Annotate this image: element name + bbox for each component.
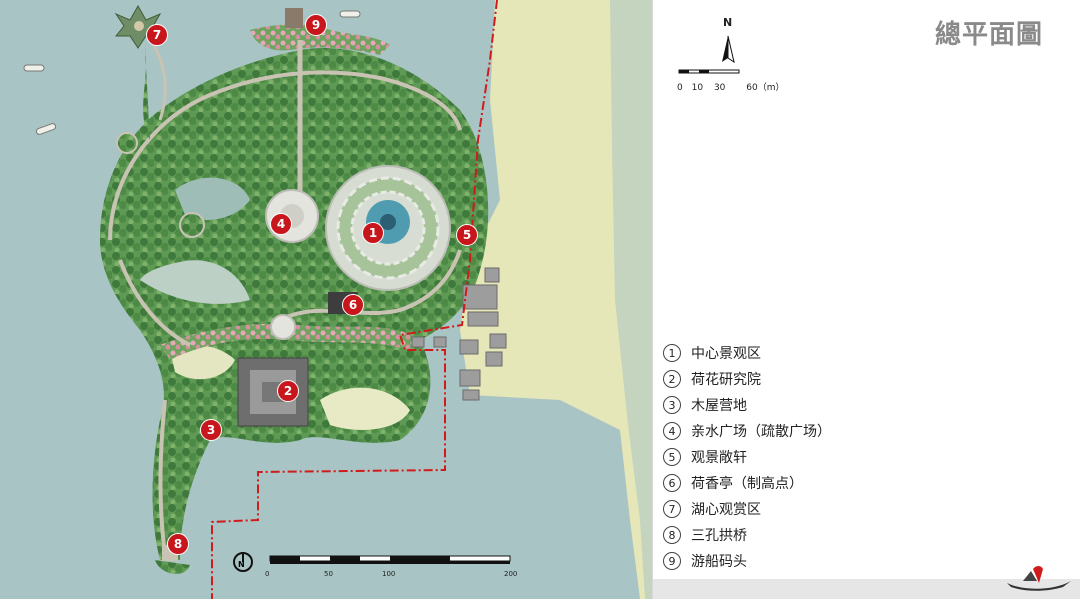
legend-item: 2 荷花研究院	[663, 366, 831, 392]
marker-7-lake-viewing: 7	[146, 24, 168, 46]
top-scale-tick-60: 60	[746, 83, 758, 93]
legend-num: 7	[663, 500, 681, 518]
boat-decoration-icon	[1007, 566, 1071, 591]
legend-item: 6 荷香亭（制高点）	[663, 470, 831, 496]
marker-6-lotus-pavilion: 6	[342, 294, 364, 316]
legend-num: 5	[663, 448, 681, 466]
boat	[23, 64, 45, 72]
legend-item: 7 湖心观赏区	[663, 496, 831, 522]
marker-5-viewing-pavilion: 5	[456, 224, 478, 246]
legend-num: 2	[663, 370, 681, 388]
top-scale-labels: 0 10 30 60（m）	[677, 80, 785, 93]
legend-label: 湖心观赏区	[691, 502, 761, 518]
legend-label: 荷花研究院	[691, 372, 761, 388]
legend-item: 1 中心景观区	[663, 340, 831, 366]
walkway-loop	[108, 70, 462, 241]
legend-item: 4 亲水广场（疏散广场）	[663, 418, 831, 444]
marker-2-lotus-institute: 2	[277, 380, 299, 402]
legend-item: 3 木屋营地	[663, 392, 831, 418]
page-title: 總平面圖	[934, 20, 1043, 50]
north-arrow-scale: N 0 10 30 60（m）	[677, 14, 785, 94]
legend-label: 荷香亭（制高点）	[691, 476, 803, 492]
scale-tick-200: 200	[504, 570, 518, 578]
marker-4-waterfront-plaza: 4	[270, 213, 292, 235]
village-buildings	[411, 267, 507, 401]
legend-panel: N 0 10 30 60（m） 總平面圖 1 中心景观区 2 荷花研究院 3 木屋营地…	[652, 0, 1080, 599]
top-scale-tick-10: 10	[691, 83, 704, 93]
north-symbol-bottom: N	[238, 560, 245, 569]
top-scale-tick-0: 0	[677, 83, 683, 93]
top-scale-unit: （m）	[757, 83, 785, 93]
legend-item: 9 游船码头	[663, 548, 831, 574]
legend-label: 木屋营地	[691, 398, 747, 414]
marker-1-central-landscape: 1	[362, 222, 384, 244]
legend-num: 8	[663, 526, 681, 544]
legend-num: 9	[663, 552, 681, 570]
footer-bar	[653, 579, 1080, 599]
north-arrow-icon	[678, 35, 740, 74]
top-scale-tick-30: 30	[713, 83, 726, 93]
legend-label: 三孔拱桥	[691, 528, 747, 544]
scale-bar-graphic	[233, 552, 511, 572]
site-plan-map: 1 2 3 4 5 6 7 8 9 N 0 50 100 200	[0, 0, 652, 599]
legend-label: 游船码头	[691, 554, 747, 570]
pier	[285, 8, 303, 28]
legend-label: 亲水广场（疏散广场）	[691, 424, 831, 440]
legend-num: 3	[663, 396, 681, 414]
scale-tick-0: 0	[265, 570, 270, 578]
marker-9-boat-dock: 9	[305, 14, 327, 36]
scale-tick-100: 100	[382, 570, 396, 578]
marker-8-arch-bridge: 8	[167, 533, 189, 555]
legend-item: 5 观景敞轩	[663, 444, 831, 470]
farmland	[460, 0, 652, 599]
legend-num: 1	[663, 344, 681, 362]
site-boundary	[211, 0, 498, 599]
north-label: N	[723, 16, 733, 29]
legend-label: 中心景观区	[691, 346, 761, 362]
legend-num: 4	[663, 422, 681, 440]
marker-3-cabin-camp: 3	[200, 419, 222, 441]
legend-label: 观景敞轩	[691, 450, 747, 466]
site-plan-drawing	[0, 0, 652, 599]
scale-tick-50: 50	[324, 570, 333, 578]
legend-num: 6	[663, 474, 681, 492]
boat	[35, 123, 57, 135]
boat	[339, 10, 361, 18]
legend-item: 8 三孔拱桥	[663, 522, 831, 548]
scale-bar-bottom: N 0 50 100 200	[232, 548, 522, 588]
